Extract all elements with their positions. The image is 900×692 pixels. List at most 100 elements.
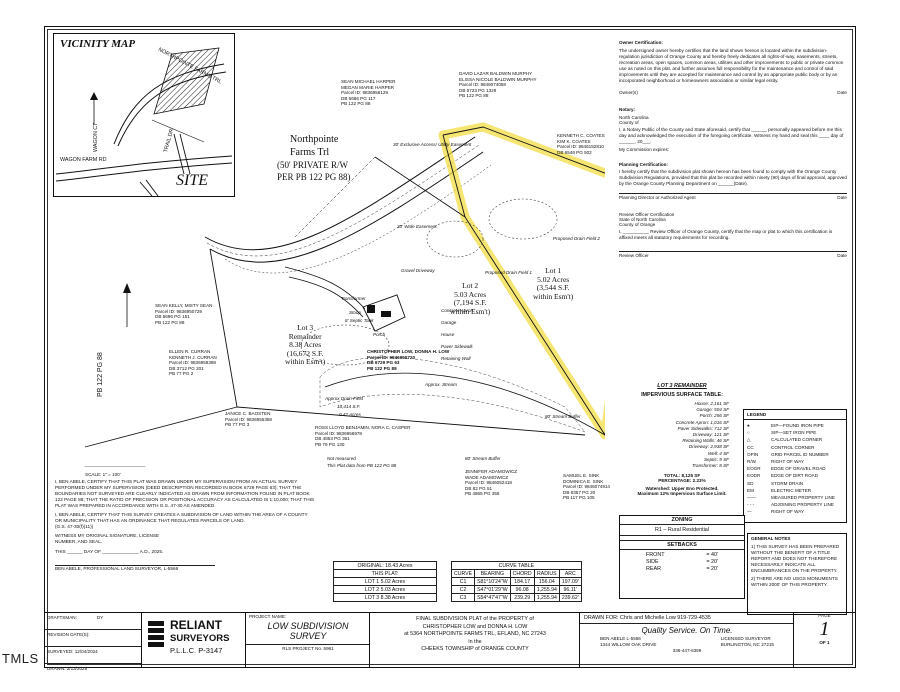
project-number: RLS PROJECT No. 5961 (246, 644, 370, 651)
curve-header: ARC (558, 569, 582, 578)
impervious-table: LOT 3 REMAINDER IMPERVIOUS SURFACE TABLE… (623, 383, 741, 496)
impervious-title: IMPERVIOUS SURFACE TABLE: (641, 392, 723, 398)
quality-tagline: Quality Service. On Time. (641, 626, 733, 635)
stream-buffer-label-1: 80' Stream Buffer (545, 414, 581, 419)
impervious-row: Driveway: 2,938 SF (688, 444, 729, 450)
sheet-inner-border (47, 29, 853, 665)
vicinity-road-wagon-farm: WAGON FARM RD (60, 157, 107, 163)
surveyor-this-day: THIS ______ DAY OF ______________ A.D., … (55, 549, 164, 554)
setbacks-list: FRONT= 40' SIDE= 20' REAR= 20' (620, 550, 744, 575)
planning-title: Planning Certification: (619, 161, 669, 167)
impervious-total: TOTAL: 8,125 SF (663, 473, 701, 479)
legend-label: SIP—SET IRON PIPE (771, 430, 817, 436)
title-block: DRAFTSMAN:DY REVISION DATE(S): SURVEYED:… (45, 612, 855, 671)
notary-text: I, a Notary Public of the County and Sta… (619, 126, 844, 144)
plat-drawing (84, 122, 605, 467)
scale-label: SCALE: 1" = 100' (85, 472, 121, 477)
legend-box: LEGEND ●EIP—FOUND IRON PIPE○SIP—SET IRON… (743, 409, 847, 523)
drain-field-2-label: Proposed Drain Field 2 (553, 236, 600, 241)
legend-symbol: △ (747, 437, 751, 443)
pb-side-label: PB 122 PG 88 (97, 352, 104, 397)
legend-item: ●EIP—FOUND IRON PIPE (747, 422, 843, 429)
owner-sign-line: Owner(s)Date (619, 89, 847, 95)
curve-header: RADIUS (533, 569, 560, 578)
concrete-apron-label: Concrete Apron (441, 308, 474, 313)
porch-label: Porch (373, 332, 386, 337)
impervious-percent: PERCENTAGE: 2.23% (658, 478, 706, 484)
legend-symbol: OPIN (747, 451, 759, 457)
page-of: OF 1 (819, 640, 830, 645)
company-name-2: SURVEYORS (170, 633, 230, 644)
project-name-1: LOW SUBDIVISION (267, 621, 349, 631)
surveyor-witness: WITNESS MY ORIGINAL SIGNATURE, LICENSE N… (55, 533, 160, 544)
approx-drain-acres: 0.42 Acres (339, 412, 361, 417)
legend-label: EDGE OF DIRT ROAD (771, 473, 819, 479)
curve-header: CHORD (509, 569, 535, 578)
impervious-row: Transformer: 8 SF (692, 463, 729, 469)
legend-item: - - -ADJOINING PROPERTY LINE (747, 501, 843, 508)
zoning-value: R1 – Rural Residential (620, 525, 744, 536)
general-notes-box: GENERAL NOTES 1) THIS SURVEY HAS BEEN PR… (747, 533, 847, 615)
project-block: PROJECT NAME: LOW SUBDIVISION SURVEY RLS… (245, 613, 370, 667)
legend-label: ADJOINING PROPERTY LINE (771, 502, 834, 508)
garage-label: Garage (441, 320, 457, 325)
vicinity-site-label: SITE (176, 172, 208, 189)
legend-label: RIGHT OF WAY (771, 459, 805, 465)
reliant-logo-icon (148, 621, 164, 651)
company-logo-block: RELIANT SURVEYORS P.L.L.C. P-3147 (141, 613, 246, 667)
acreage-lot-1: LOT 1 5.02 Acres (333, 577, 437, 586)
drain-field-1-label: Proposed Drain Field 1 (485, 270, 532, 275)
surveyor-cert-text-1: I, BEN ABELE, CERTIFY THAT THIS PLAT WAS… (55, 479, 315, 508)
zoning-box: ZONING R1 – Rural Residential SETBACKS F… (619, 515, 745, 599)
road-name-line1: Northpointe (290, 134, 339, 145)
notary-title: Notary: (619, 106, 636, 112)
title-block-dates: DRAFTSMAN:DY REVISION DATE(S): SURVEYED:… (45, 613, 141, 671)
curve-table: CURVE TABLE CURVE BEARING CHORD RADIUS A… (450, 561, 582, 602)
legend-label: MEASURED PROPERTY LINE (771, 495, 835, 501)
legend-items: ●EIP—FOUND IRON PIPE○ SIP—SET IRON PIPE△C… (744, 420, 846, 518)
acreage-table: ORIGINAL: 18.43 Acres THIS PLAT: LOT 1 5… (333, 561, 437, 602)
final-plat-block: FINAL SUBDIVISION PLAT of the PROPERTY o… (369, 613, 580, 667)
acreage-lot-2: LOT 2 5.03 Acres (333, 585, 437, 594)
legend-item: —RIGHT OF WAY (747, 508, 843, 515)
impervious-row: Septic: 9 SF (703, 456, 729, 462)
legend-label: STORM DRAIN (771, 480, 804, 486)
review-title: Review Officer Certification (619, 211, 675, 217)
wide-easement-label: 30' Wide Easement (397, 224, 437, 229)
tmls-watermark: TMLS (2, 651, 39, 666)
owner-cert-title: Owner Certification: (619, 40, 663, 45)
impervious-row: Paver Sidewalks: 712 SF (677, 425, 729, 431)
page-number: 1 (819, 618, 830, 640)
surveyor-cert-text-2: I, BEN ABELE, CERTIFY THAT THIS SURVEY C… (55, 512, 308, 523)
owner-cert-text: The undersigned owner hereby certifies t… (619, 47, 844, 83)
legend-item: △CALCULATED CORNER (747, 436, 843, 443)
setback-rear: REAR= 20' (646, 566, 718, 572)
road-name-line4: PER PB 122 PG 88) (277, 172, 351, 182)
legend-symbol: ○ (747, 430, 750, 436)
acreage-this-plat: THIS PLAT: (333, 569, 437, 578)
vicinity-map: VICINITY MAP NORTHPOINTE FARMS TRL WAGON… (53, 33, 235, 197)
impervious-row: Garage: 504 SF (696, 407, 729, 413)
plat-sheet: VICINITY MAP NORTHPOINTE FARMS TRL WAGON… (44, 26, 856, 671)
legend-item: ○ SIP—SET IRON PIPE (747, 429, 843, 436)
company-name-3: P.L.L.C. P-3147 (170, 646, 223, 655)
review-text: I, __________ Review Officer of Orange C… (619, 228, 833, 240)
setbacks-title: SETBACKS (620, 540, 744, 550)
acreage-lot-3: LOT 3 8.38 Acres (333, 593, 437, 602)
general-notes-title: GENERAL NOTES (751, 536, 791, 541)
approx-drain-area: 18,414 S.F. (337, 404, 361, 409)
legend-symbol: EM (747, 487, 754, 493)
